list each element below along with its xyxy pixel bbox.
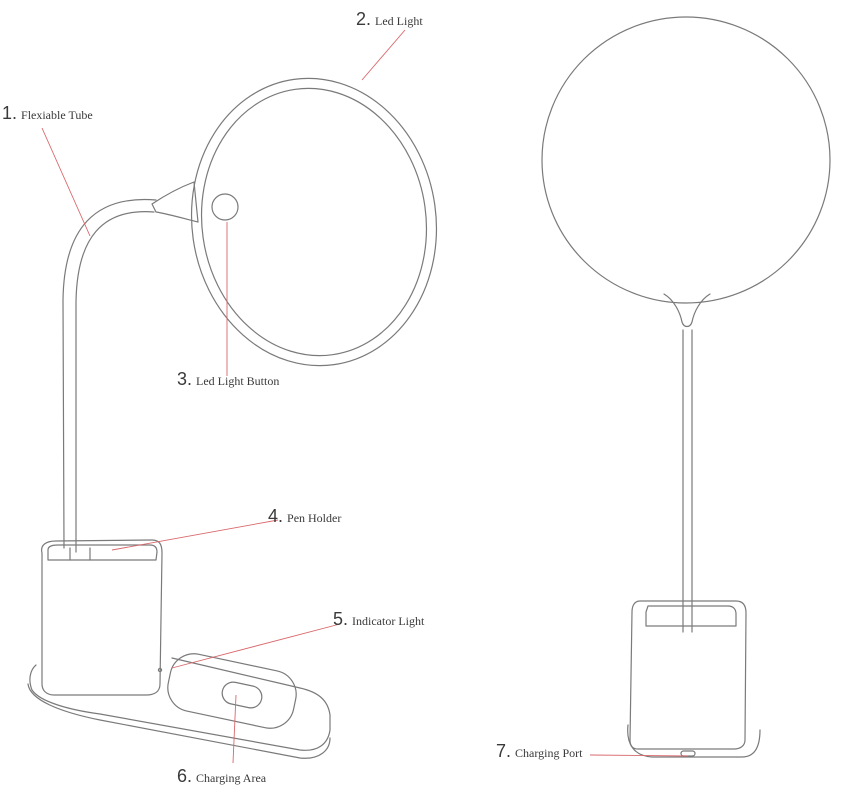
callout-label: Flexiable Tube bbox=[21, 108, 93, 122]
callout-led-light-button: 3. Led Light Button bbox=[177, 369, 279, 390]
flexible-tube bbox=[62, 198, 157, 553]
callout-led-light: 2. Led Light bbox=[356, 9, 423, 30]
callout-number: 2. bbox=[356, 9, 372, 29]
callout-label: Charging Port bbox=[515, 746, 583, 760]
callout-charging-area: 6. Charging Area bbox=[177, 766, 266, 787]
right-led-head bbox=[541, 16, 831, 304]
callout-pen-holder: 4. Pen Holder bbox=[268, 506, 341, 527]
callout-flexible-tube: 1. Flexiable Tube bbox=[2, 103, 93, 124]
charging-port-icon bbox=[680, 750, 696, 757]
indicator-light-icon bbox=[157, 667, 163, 673]
right-base bbox=[627, 724, 761, 758]
callout-number: 3. bbox=[177, 369, 193, 389]
callout-number: 7. bbox=[496, 741, 512, 761]
right-pen-holder bbox=[629, 600, 747, 750]
led-head-outer bbox=[190, 77, 438, 367]
led-button-icon bbox=[211, 193, 239, 221]
leader-6 bbox=[232, 694, 237, 764]
leader-2 bbox=[361, 29, 406, 81]
lamp-base bbox=[29, 657, 331, 751]
callout-label: Indicator Light bbox=[352, 614, 425, 628]
pen-holder bbox=[41, 539, 163, 696]
head-neck bbox=[151, 181, 199, 223]
callout-label: Charging Area bbox=[196, 771, 267, 785]
leader-7 bbox=[589, 754, 689, 757]
leader-4 bbox=[111, 519, 279, 551]
led-head-inner bbox=[200, 87, 428, 357]
right-pole bbox=[682, 329, 693, 633]
callout-indicator-light: 5. Indicator Light bbox=[333, 609, 424, 630]
callout-number: 6. bbox=[177, 766, 193, 786]
callout-label: Pen Holder bbox=[287, 511, 342, 525]
right-neck bbox=[663, 293, 711, 328]
lamp-base-edge bbox=[27, 683, 331, 759]
callout-charging-port: 7. Charging Port bbox=[496, 741, 582, 762]
callout-label: Led Light Button bbox=[196, 374, 280, 388]
pen-holder-rim bbox=[47, 544, 158, 561]
charging-pad bbox=[167, 653, 297, 729]
callout-label: Led Light bbox=[375, 14, 423, 28]
right-pen-holder-rim bbox=[645, 605, 737, 627]
callout-number: 4. bbox=[268, 506, 284, 526]
callout-number: 1. bbox=[2, 103, 18, 123]
charging-pad-inner bbox=[221, 681, 263, 709]
leader-5 bbox=[171, 623, 341, 669]
callout-number: 5. bbox=[333, 609, 349, 629]
leader-1 bbox=[41, 127, 91, 237]
